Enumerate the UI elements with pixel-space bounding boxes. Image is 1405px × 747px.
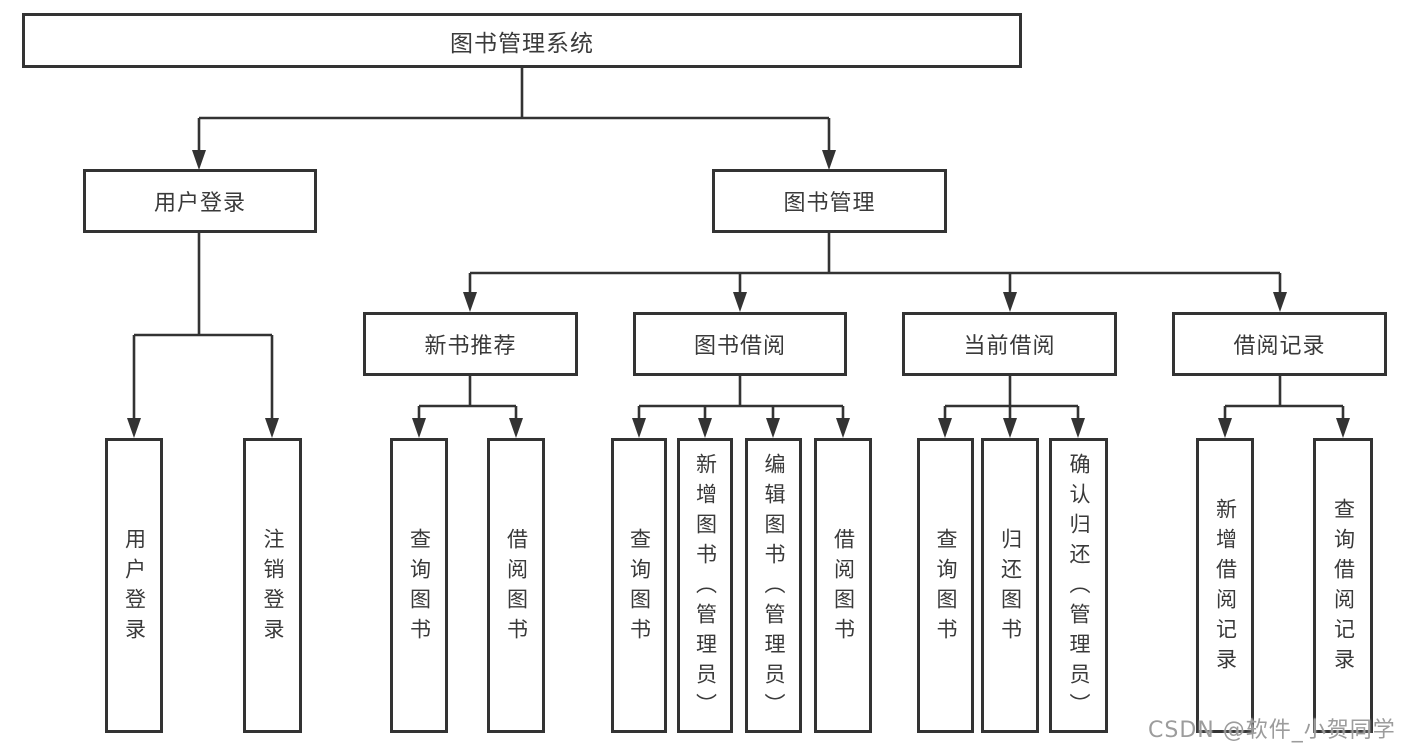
leaf-confirm-return-admin: 确认归还（管理员） bbox=[1049, 438, 1108, 733]
node-new-book-recommendation: 新书推荐 bbox=[363, 312, 578, 376]
leaf-logout: 注销登录 bbox=[243, 438, 302, 733]
node-library-management-system: 图书管理系统 bbox=[22, 13, 1022, 68]
leaf-user-login: 用户登录 bbox=[105, 438, 163, 733]
leaf-borrow-books-recommend: 借阅图书 bbox=[487, 438, 545, 733]
leaf-query-books-borrowing: 查询图书 bbox=[611, 438, 667, 733]
leaf-query-borrow-record: 查询借阅记录 bbox=[1313, 438, 1373, 733]
node-current-borrowing: 当前借阅 bbox=[902, 312, 1117, 376]
leaf-query-books-recommend: 查询图书 bbox=[390, 438, 448, 733]
node-book-management: 图书管理 bbox=[712, 169, 947, 233]
leaf-add-borrow-record: 新增借阅记录 bbox=[1196, 438, 1254, 733]
node-user-login: 用户登录 bbox=[83, 169, 317, 233]
node-book-borrowing: 图书借阅 bbox=[633, 312, 847, 376]
leaf-return-book: 归还图书 bbox=[981, 438, 1039, 733]
leaf-query-books-current: 查询图书 bbox=[917, 438, 974, 733]
node-borrowing-records: 借阅记录 bbox=[1172, 312, 1387, 376]
csdn-watermark: CSDN @软件_小贺同学 bbox=[1148, 718, 1396, 743]
leaf-edit-book-admin: 编辑图书（管理员） bbox=[745, 438, 802, 733]
leaf-add-book-admin: 新增图书（管理员） bbox=[677, 438, 733, 733]
leaf-borrow-books-borrowing: 借阅图书 bbox=[814, 438, 872, 733]
